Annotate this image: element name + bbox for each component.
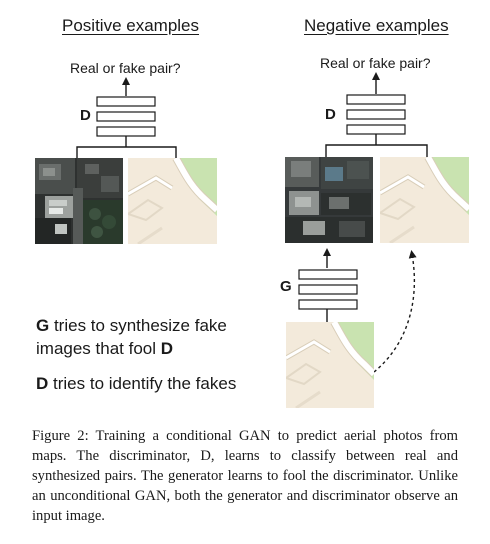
- generator-note-line-2: images that fool D: [36, 337, 227, 360]
- discriminator-note: D tries to identify the fakes: [36, 372, 236, 395]
- discriminator-note-d-letter: D: [36, 374, 49, 393]
- positive-d-layer-3: [96, 126, 156, 137]
- positive-question-label: Real or fake pair?: [70, 60, 181, 76]
- negative-d-layer-1: [346, 94, 406, 105]
- negative-question-label: Real or fake pair?: [320, 55, 431, 71]
- generated-aerial-photo: [285, 157, 373, 243]
- generator-note-line-2-text: images that fool: [36, 339, 161, 358]
- figure-caption: Figure 2: Training a conditional GAN to …: [32, 428, 458, 524]
- positive-d-layer-1: [96, 96, 156, 107]
- discriminator-note-text: tries to identify the fakes: [48, 374, 237, 393]
- generator-network: [298, 248, 358, 322]
- generator-note-g-letter: G: [36, 316, 50, 335]
- negative-pair-bracket: [325, 144, 428, 157]
- positive-examples-heading: Positive examples: [62, 16, 200, 35]
- negative-examples-heading: Negative examples: [304, 16, 449, 35]
- generator-layer-2: [298, 284, 358, 295]
- generator-layer-1: [298, 269, 358, 280]
- input-map-tile: [286, 322, 374, 408]
- generator-note-line-1-text: tries to synthesize fake: [49, 316, 227, 335]
- positive-discriminator-label: D: [80, 107, 91, 124]
- generator-note: G tries to synthesize fake images that f…: [36, 314, 227, 360]
- generator-layer-3: [298, 299, 358, 310]
- positive-discriminator-network: [76, 77, 177, 159]
- positive-d-layer-2: [96, 111, 156, 122]
- positive-aerial-photo: [35, 158, 123, 244]
- generator-note-line-1: G tries to synthesize fake: [36, 314, 227, 337]
- positive-pair-bracket: [76, 146, 177, 159]
- negative-d-layer-3: [346, 124, 406, 135]
- generator-note-d-letter: D: [160, 339, 174, 358]
- diagram-connectors: [76, 72, 428, 373]
- input-copy-dashed-arrow: [373, 250, 417, 373]
- generator-label: G: [280, 278, 292, 295]
- negative-d-layer-2: [346, 109, 406, 120]
- negative-discriminator-network: [325, 72, 428, 157]
- negative-discriminator-label: D: [325, 106, 336, 123]
- positive-map-tile: [128, 158, 217, 244]
- negative-map-tile: [380, 157, 469, 243]
